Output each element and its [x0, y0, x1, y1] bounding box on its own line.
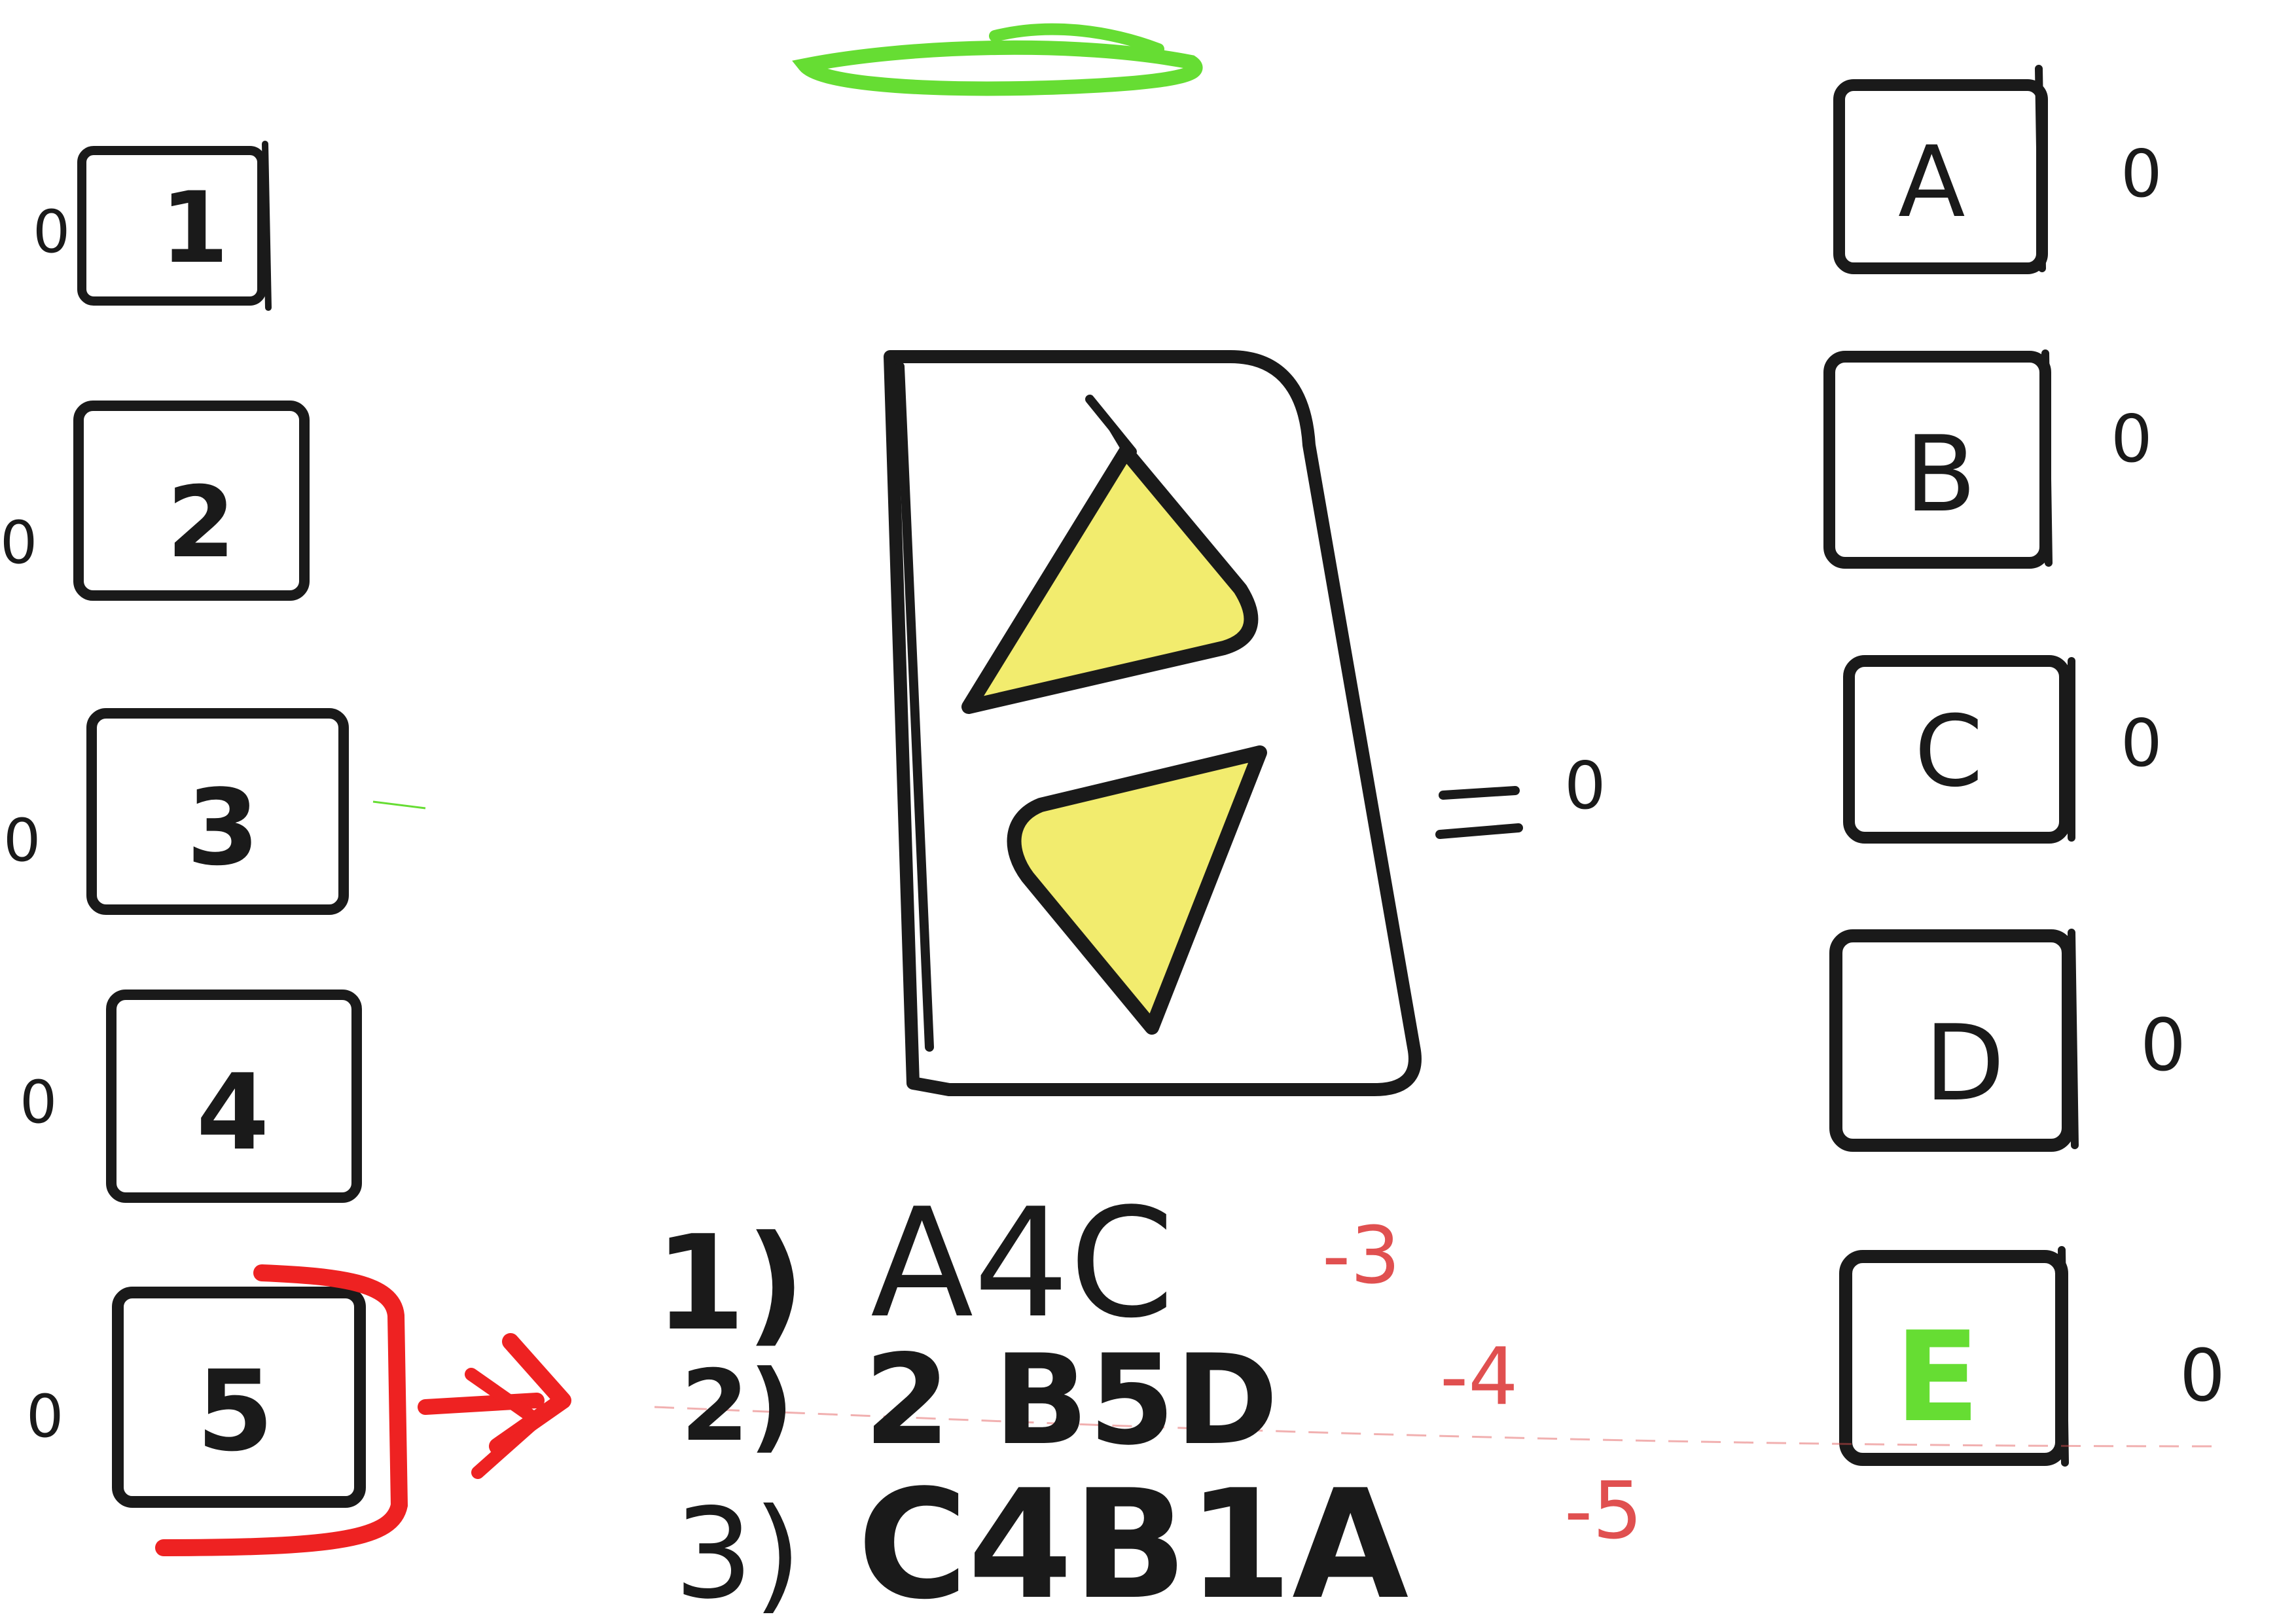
left-tile-3-label: 3 [187, 766, 259, 889]
answer-2: 2) 2 B5D -4 [681, 1328, 1518, 1472]
answer-2-number: 2) [681, 1349, 794, 1463]
left-tile-1-label: 1 [160, 171, 228, 285]
right-tile-A[interactable]: A 0 [1833, 65, 2162, 274]
right-tile-B-mark: 0 [2111, 401, 2153, 477]
answer-3-number: 3) [674, 1482, 802, 1623]
left-tile-1[interactable]: 1 0 [33, 141, 272, 311]
left-tile-2-label: 2 [167, 466, 235, 580]
answer-1-sequence: A4C [870, 1177, 1174, 1351]
right-tile-B[interactable]: B 0 [1823, 349, 2153, 569]
right-tile-A-mark: 0 [2121, 135, 2162, 212]
answer-1-score: -3 [1322, 1211, 1401, 1302]
red-selection-arrow [155, 1264, 571, 1556]
answer-3-sequence: C4B1A [857, 1458, 1408, 1623]
right-tile-E[interactable]: E 0 [1839, 1246, 2225, 1467]
right-tile-A-label: A [1898, 126, 1965, 240]
top-green-oval [792, 23, 1203, 96]
right-tile-E-label: E [1895, 1305, 1980, 1450]
answer-3-score: -5 [1564, 1466, 1643, 1557]
faint-red-connector [654, 1406, 2213, 1448]
upper-triangle [961, 444, 1259, 714]
left-tile-3-mark: 0 [3, 806, 41, 875]
left-tile-1-mark: 0 [33, 198, 70, 266]
right-tile-C[interactable]: C 0 [1843, 655, 2162, 844]
right-tile-D-label: D [1924, 1002, 2005, 1124]
left-tile-4-label: 4 [196, 1051, 269, 1173]
answer-2-sequence: 2 B5D [864, 1328, 1278, 1472]
card-equals-number: 0 [1564, 747, 1606, 824]
answer-2-score: -4 [1440, 1332, 1518, 1423]
card-equals-value: 0 [1435, 747, 1606, 839]
left-tile-5-mark: 0 [26, 1382, 63, 1451]
left-tile-4[interactable]: 4 0 [20, 990, 362, 1203]
center-card[interactable] [884, 350, 1422, 1096]
left-tile-2-mark: 0 [0, 508, 37, 577]
left-tile-5-label: 5 [196, 1347, 274, 1476]
left-tile-5[interactable]: 5 0 [26, 1287, 366, 1508]
answer-1: 1) A4C -3 [655, 1177, 1401, 1360]
right-tile-D-mark: 0 [2140, 1003, 2186, 1087]
left-tile-3[interactable]: 3 0 [3, 708, 426, 915]
answer-3: 3) C4B1A -5 [674, 1458, 1643, 1623]
right-tile-C-label: C [1914, 695, 1983, 809]
right-tile-D[interactable]: D 0 [1829, 929, 2186, 1152]
right-tile-E-mark: 0 [2179, 1334, 2225, 1418]
answer-1-number: 1) [655, 1207, 806, 1360]
left-tile-2[interactable]: 2 0 [0, 401, 310, 601]
lower-triangle [1007, 745, 1267, 1035]
left-tile-4-mark: 0 [20, 1068, 57, 1137]
right-tile-B-label: B [1905, 413, 1977, 535]
right-tile-C-mark: 0 [2121, 705, 2162, 781]
